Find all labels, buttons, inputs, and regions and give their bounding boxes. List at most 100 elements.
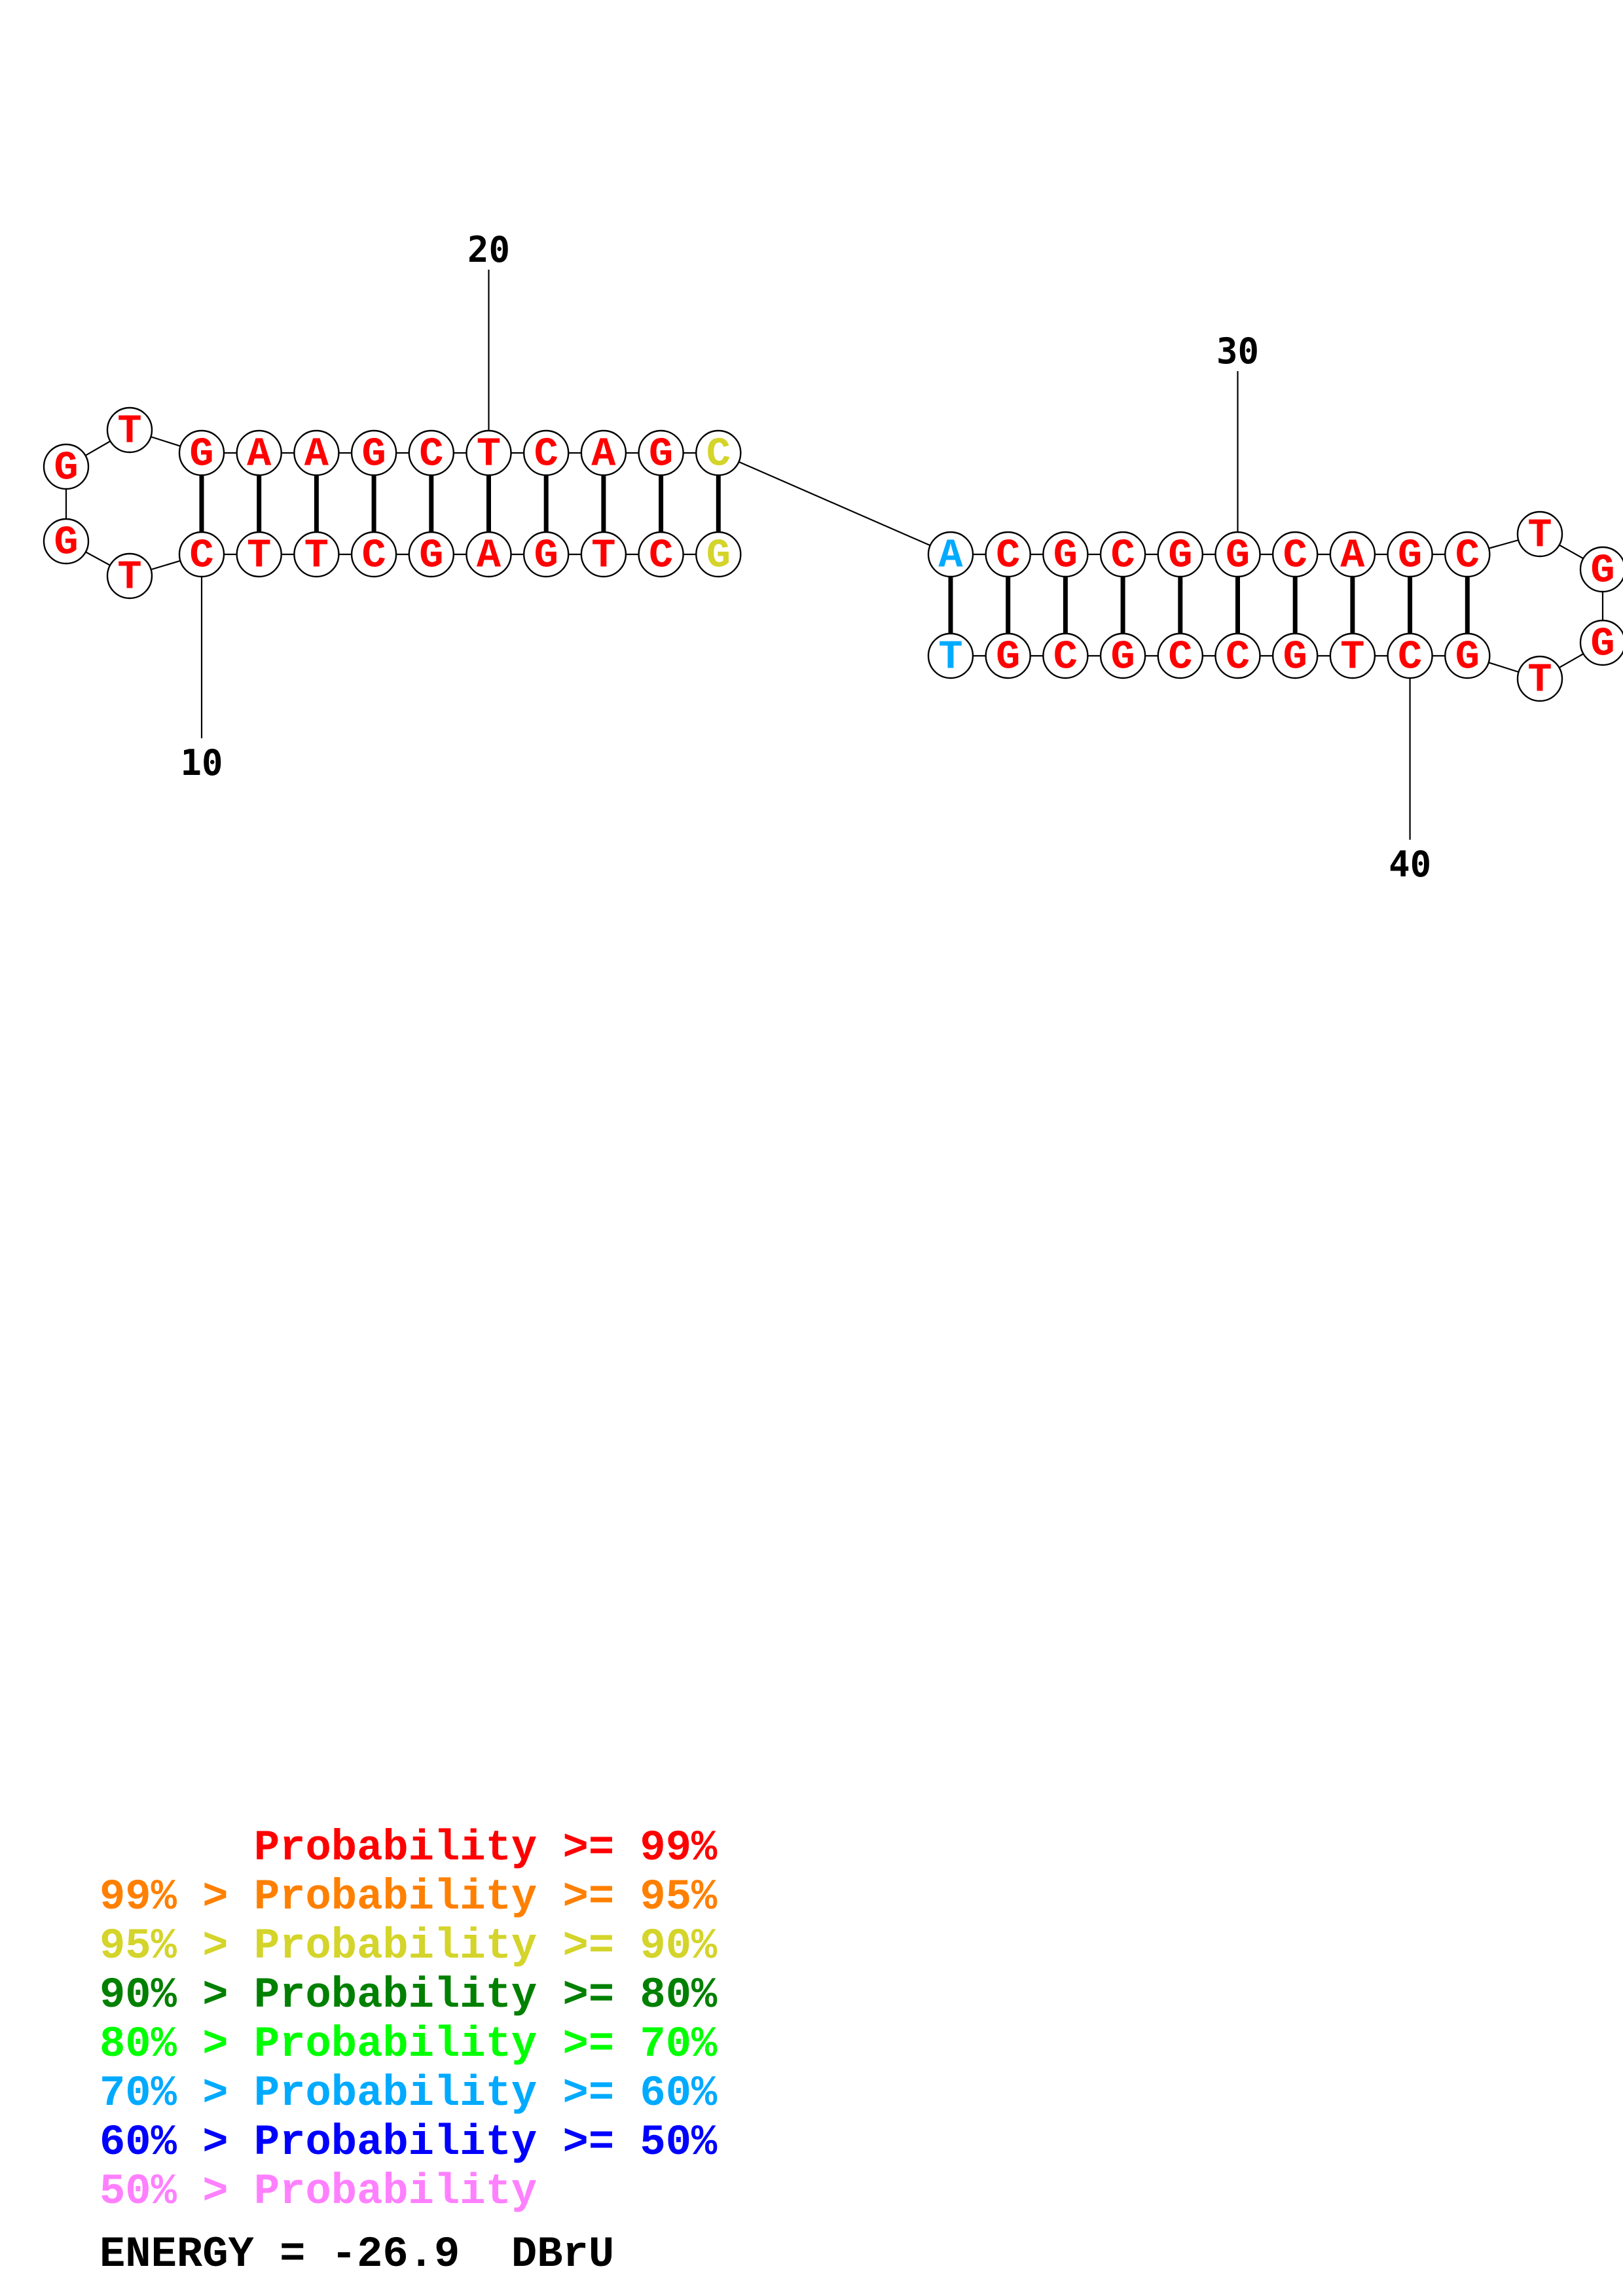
nucleotide-letter: T [938, 634, 962, 681]
nucleotide-circle [106, 552, 153, 600]
nucleotide-letter: G [54, 445, 78, 492]
nucleotide-circle [43, 518, 90, 565]
nucleotide-circle [1099, 632, 1146, 679]
nucleotide-node: C [695, 429, 742, 478]
nucleotide-node: A [927, 531, 974, 579]
nucleotide-node: T [1329, 632, 1376, 681]
nucleotide-circle [1157, 632, 1204, 679]
nucleotide-letter: G [1168, 533, 1192, 579]
nucleotide-circle [1579, 619, 1623, 666]
nucleotide-letter: C [1398, 634, 1422, 681]
nucleotide-node: C [1444, 531, 1491, 579]
nucleotide-circle [927, 531, 974, 578]
nucleotide-circle [1271, 531, 1319, 578]
nucleotide-node: G [1444, 632, 1491, 681]
nucleotide-letter: C [419, 431, 443, 478]
nucleotide-node: C [1387, 632, 1433, 681]
nucleotide-circle [985, 632, 1031, 679]
nucleotide-letter: G [1590, 621, 1614, 668]
position-label: 10 [180, 742, 223, 783]
nucleotide-letter: G [361, 431, 386, 478]
nucleotide-letter: A [1340, 533, 1365, 579]
nucleotide-letter: G [1053, 533, 1078, 579]
nucleotide-letter: T [117, 408, 141, 455]
nucleotide-node: T [106, 552, 153, 601]
nucleotide-letter: G [1110, 634, 1135, 681]
nucleotide-letter: C [534, 431, 558, 478]
nucleotide-letter: G [1226, 533, 1250, 579]
nucleotide-node: T [465, 429, 512, 478]
position-label: 40 [1389, 844, 1431, 885]
position-label: 30 [1216, 331, 1259, 372]
legend-row: 50% > Probability [100, 2167, 538, 2216]
nucleotide-circle [465, 429, 512, 476]
nucleotide-circle [1042, 632, 1089, 679]
nucleotide-node: T [927, 632, 974, 681]
nucleotide-circle [580, 429, 627, 476]
legend-row: 80% > Probability >= 70% [100, 2020, 718, 2069]
nucleotide-letter: A [938, 533, 963, 579]
nucleotide-letter: C [189, 533, 213, 579]
nucleotide-circle [580, 531, 627, 578]
nucleotide-circle [985, 531, 1031, 578]
nucleotide-circle [1214, 632, 1261, 679]
nucleotide-letter: C [1110, 533, 1135, 579]
nucleotide-node: G [1042, 531, 1089, 579]
nucleotide-circle [638, 429, 684, 476]
nucleotide-node: T [1516, 511, 1563, 559]
nucleotide-node: G [695, 531, 742, 579]
nucleotide-circle [178, 429, 225, 476]
nucleotide-letter: G [1398, 533, 1422, 579]
position-label: 20 [467, 229, 510, 270]
nucleotide-node: G [1579, 546, 1623, 594]
legend-row: 70% > Probability >= 60% [100, 2069, 718, 2118]
nucleotide-node: G [985, 632, 1031, 681]
nucleotide-node: C [1271, 531, 1319, 579]
nucleotide-letter: G [1283, 634, 1307, 681]
nucleotide-circle [350, 531, 397, 578]
nucleotide-node: G [638, 429, 684, 478]
nucleotide-letter: T [247, 533, 271, 579]
legend-row: Probability >= 99% [100, 1823, 718, 1873]
nucleotide-circle [1214, 531, 1261, 578]
nucleotide-circle [1329, 632, 1376, 679]
nucleotide-circle [695, 531, 742, 578]
nucleotide-node: G [1579, 619, 1623, 668]
nucleotide-node: C [350, 531, 397, 579]
position-ticks: 10 20 30 40 [180, 229, 1431, 885]
nucleotide-node: C [1157, 632, 1204, 681]
nucleotide-node: G [1387, 531, 1433, 579]
nucleotide-letter: G [1455, 634, 1480, 681]
nucleotide-letter: G [189, 431, 213, 478]
nucleotide-node: A [465, 531, 512, 579]
nucleotide-circle [1042, 531, 1089, 578]
nucleotide-node: C [1099, 531, 1146, 579]
nucleotide-node: G [178, 429, 225, 478]
nucleotide-circle [523, 531, 570, 578]
nucleotide-circle [178, 531, 225, 578]
nucleotide-node: T [293, 531, 340, 579]
nucleotide-circle [43, 443, 90, 490]
nucleotide-circle [1099, 531, 1146, 578]
legend-row: 95% > Probability >= 90% [100, 1922, 718, 1971]
nucleotide-letter: C [361, 533, 386, 579]
nucleotide-circle [350, 429, 397, 476]
nucleotide-node: T [236, 531, 282, 579]
nucleotide-node: C [1042, 632, 1089, 681]
nucleotide-letter: T [1527, 657, 1552, 704]
nucleotide-node: G [43, 518, 90, 566]
nucleotide-letter: G [649, 431, 673, 478]
nucleotide-node: C [985, 531, 1031, 579]
legend-row: 60% > Probability >= 50% [100, 2118, 718, 2167]
nucleotide-circle [927, 632, 974, 679]
nucleotide-letter: G [1590, 548, 1614, 594]
nucleotide-letter: A [477, 533, 501, 579]
nucleotide-node: A [293, 429, 340, 478]
nucleotide-letter: C [649, 533, 673, 579]
nucleotide-letter: T [591, 533, 615, 579]
probability-legend: Probability >= 99%99% > Probability >= 9… [100, 1823, 717, 2216]
nucleotide-letter: C [1226, 634, 1250, 681]
legend-row: 99% > Probability >= 95% [100, 1873, 718, 1922]
